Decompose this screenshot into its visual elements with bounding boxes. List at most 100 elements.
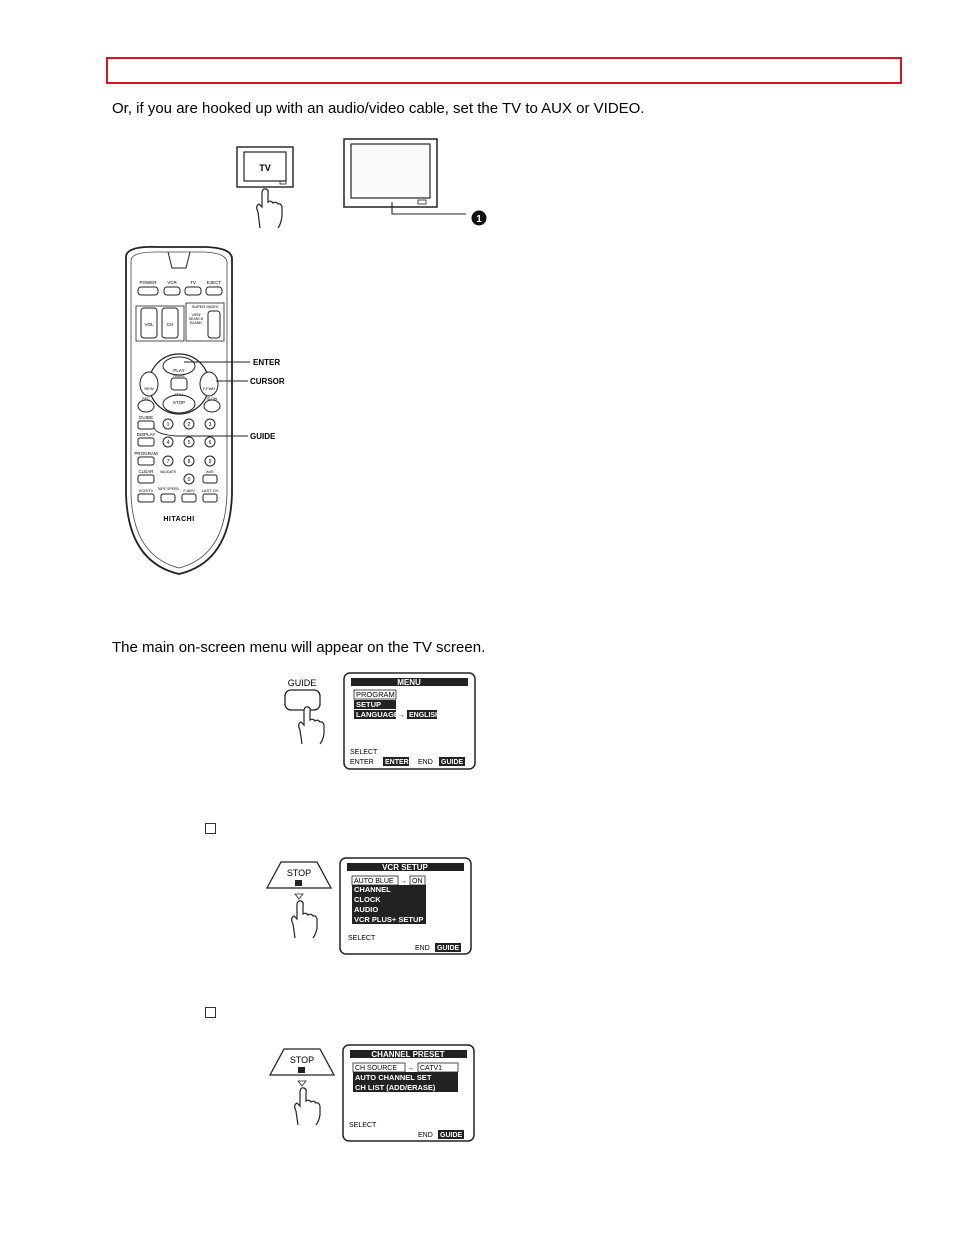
eject-button bbox=[205, 286, 223, 296]
digit-7-button bbox=[162, 455, 174, 467]
slow-button bbox=[203, 399, 221, 413]
tv-button-label: TV bbox=[259, 163, 271, 173]
svg-text:3: 3 bbox=[209, 422, 212, 428]
play-button bbox=[162, 356, 196, 376]
svg-text:LAST CH: LAST CH bbox=[202, 488, 219, 493]
intro-text: Or, if you are hooked up with an audio/v… bbox=[112, 100, 645, 117]
pause-button bbox=[170, 377, 188, 391]
menu-end-label: END bbox=[418, 759, 433, 766]
svg-text:1: 1 bbox=[167, 422, 170, 428]
digit-1-button bbox=[162, 418, 174, 430]
digit-9-button bbox=[204, 455, 216, 467]
display-button bbox=[137, 437, 155, 447]
enter-callout: ENTER bbox=[253, 358, 280, 367]
svg-text:PLAY: PLAY bbox=[173, 368, 184, 373]
digit-0-button bbox=[183, 473, 195, 485]
vcr-setup-auto-blue-value: ON bbox=[412, 878, 423, 885]
tv-button-illustration: TV bbox=[236, 146, 294, 229]
display-label: DISPLAY bbox=[137, 432, 156, 437]
menu-select-label: SELECT bbox=[350, 749, 378, 756]
stop-button-label: STOP bbox=[287, 868, 311, 878]
header-box bbox=[106, 57, 902, 84]
stop-button-label: STOP bbox=[290, 1055, 314, 1065]
channel-preset-item-auto-channel-set: AUTO CHANNEL SET bbox=[355, 1073, 432, 1082]
clear-label: CLEAR bbox=[138, 469, 154, 474]
channel-preset-end-button: GUIDE bbox=[440, 1132, 463, 1139]
tv-button bbox=[184, 286, 202, 296]
menu-enter-label: ENTER bbox=[350, 759, 374, 766]
stop-square-icon bbox=[295, 880, 302, 886]
svg-text:F.ADV: F.ADV bbox=[183, 488, 195, 493]
svg-text:7: 7 bbox=[167, 459, 170, 465]
svg-text:→: → bbox=[407, 1065, 414, 1072]
svg-text:TAPE SPEED: TAPE SPEED bbox=[157, 487, 179, 491]
svg-text:REW: REW bbox=[144, 386, 154, 391]
vcr-setup-screen: VCR SETUP AUTO BLUE → ON CHANNEL CLOCK A… bbox=[339, 857, 472, 955]
vcr-setup-item-audio: AUDIO bbox=[354, 905, 378, 914]
step-checkbox[interactable] bbox=[205, 1007, 216, 1018]
svg-text:REC: REC bbox=[142, 397, 150, 401]
svg-text:VCR/TV: VCR/TV bbox=[139, 488, 154, 493]
vcr-setup-item-clock: CLOCK bbox=[354, 895, 381, 904]
menu-enter-button: ENTER bbox=[385, 759, 409, 766]
digit-4-button bbox=[162, 436, 174, 448]
vcr-setup-item-vcr-plus: VCR PLUS+ SETUP bbox=[354, 915, 423, 924]
pointing-finger-icon bbox=[256, 188, 283, 229]
tv-label: TV bbox=[190, 280, 196, 285]
svg-text:STILL: STILL bbox=[174, 393, 183, 397]
digit-6-button bbox=[204, 436, 216, 448]
svg-text:VALIDATE: VALIDATE bbox=[160, 470, 177, 474]
ch-button bbox=[161, 307, 179, 339]
rew-button bbox=[139, 371, 159, 397]
menu-item-language: LANGUAGE bbox=[356, 710, 399, 719]
guide-button bbox=[137, 420, 155, 430]
pointing-finger-icon bbox=[294, 1087, 321, 1126]
rec-button bbox=[137, 399, 155, 413]
step-checkbox[interactable] bbox=[205, 823, 216, 834]
svg-text:AVE: AVE bbox=[206, 469, 214, 474]
vol-button bbox=[140, 307, 158, 339]
vcr-setup-item-channel: CHANNEL bbox=[354, 885, 391, 894]
stop-button-illustration: STOP bbox=[268, 1048, 336, 1126]
menu-screen: MENU PROGRAM SETUP LANGUAGE → ENGLISH SE… bbox=[343, 672, 476, 770]
svg-text:8: 8 bbox=[188, 459, 191, 465]
tape-speed-button bbox=[160, 493, 176, 503]
digit-2-button bbox=[183, 418, 195, 430]
menu-title: MENU bbox=[397, 678, 421, 687]
channel-preset-screen: CHANNEL PRESET CH SOURCE → CATV1 AUTO CH… bbox=[342, 1044, 475, 1142]
svg-text:9: 9 bbox=[209, 459, 212, 465]
guide-label: GUIDE bbox=[139, 415, 153, 420]
vcr-tv-button bbox=[137, 493, 155, 503]
svg-text:VIEW: VIEW bbox=[192, 313, 202, 317]
svg-text:F.FWD: F.FWD bbox=[203, 386, 215, 391]
callout-number: 1 bbox=[476, 214, 482, 225]
stop-button bbox=[162, 394, 196, 414]
guide-button-label: GUIDE bbox=[288, 678, 317, 688]
menu-item-setup: SETUP bbox=[356, 700, 381, 709]
svg-text:SEARCH: SEARCH bbox=[189, 317, 204, 321]
super-index-label: SUPER INDEX bbox=[191, 304, 218, 309]
stop-button-illustration: STOP bbox=[265, 861, 333, 939]
menu-appear-text: The main on-screen menu will appear on t… bbox=[112, 639, 486, 656]
digit-5-button bbox=[183, 436, 195, 448]
index-button bbox=[207, 310, 221, 339]
clear-button bbox=[137, 474, 155, 484]
svg-text:STOP: STOP bbox=[173, 400, 185, 405]
program-label: PROGRAM bbox=[134, 451, 158, 456]
channel-preset-ch-source-value: CATV1 bbox=[420, 1065, 442, 1072]
svg-text:4: 4 bbox=[167, 440, 170, 446]
vcr-setup-end-button: GUIDE bbox=[437, 945, 460, 952]
svg-text:2: 2 bbox=[188, 422, 191, 428]
guide-callout: GUIDE bbox=[250, 432, 276, 441]
svg-text:→: → bbox=[400, 878, 407, 885]
menu-language-value: ENGLISH bbox=[409, 712, 440, 719]
power-button bbox=[137, 286, 159, 296]
tv-set-illustration: 1 bbox=[343, 138, 487, 226]
down-arrow-icon bbox=[297, 1080, 307, 1087]
menu-item-program: PROGRAM bbox=[356, 690, 395, 699]
hitachi-logo: HITACHI bbox=[163, 516, 194, 523]
menu-end-button: GUIDE bbox=[441, 759, 464, 766]
power-label: POWER bbox=[139, 280, 157, 285]
vcr-setup-title: VCR SETUP bbox=[382, 863, 428, 872]
vcr-label: VCR bbox=[167, 280, 177, 285]
